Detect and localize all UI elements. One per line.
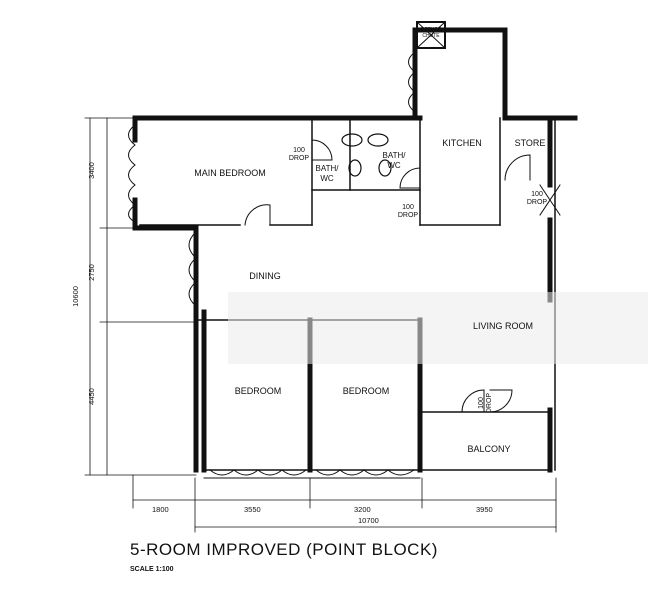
dim-3550: 3550 [244,505,261,514]
dim-3400: 3400 [86,162,96,179]
store-label: STORE [514,138,546,148]
dim-1800: 1800 [152,505,169,514]
dim-4450: 4450 [86,388,96,405]
bath-fixtures [341,133,392,177]
refuse-chute-label: REFUSE CHUTE [420,27,442,39]
balcony-drop: 100 DROP [478,392,493,414]
dim-10700: 10700 [358,516,379,525]
window-main-bedroom [128,124,136,223]
watermark-band [228,292,648,364]
bath-drop: 100 DROP [397,204,419,219]
living-room-label: LIVING ROOM [472,321,533,331]
balcony-label: BALCONY [467,444,511,454]
horizontal-dimensions [132,474,557,533]
plan-title: 5-ROOM IMPROVED (POINT BLOCK) [130,540,438,559]
window-dining [188,231,197,307]
door-swings [244,139,561,413]
kitchen-label: KITCHEN [442,138,482,148]
dim-2750: 2750 [86,264,96,281]
bedroom-1-label: BEDROOM [234,386,282,396]
dim-3200: 3200 [354,505,371,514]
dim-10600: 10600 [70,286,80,307]
store-drop: 100 DROP [526,191,548,206]
window-kitchen [408,51,416,113]
bath-wc-2-label: BATH/ WC [382,151,406,170]
dim-3950: 3950 [476,505,493,514]
refuse-chute-box [416,21,446,49]
window-bedrooms [203,469,421,479]
bath-wc-1-label: BATH/ WC [315,164,339,183]
outer-walls [132,27,578,473]
main-bedroom-label: MAIN BEDROOM [194,168,266,178]
bedroom-2-label: BEDROOM [342,386,390,396]
plan-scale: SCALE 1:100 [130,566,174,573]
dining-label: DINING [249,271,281,281]
main-bedroom-drop: 100 DROP [288,147,310,162]
vertical-dimensions [84,117,197,476]
